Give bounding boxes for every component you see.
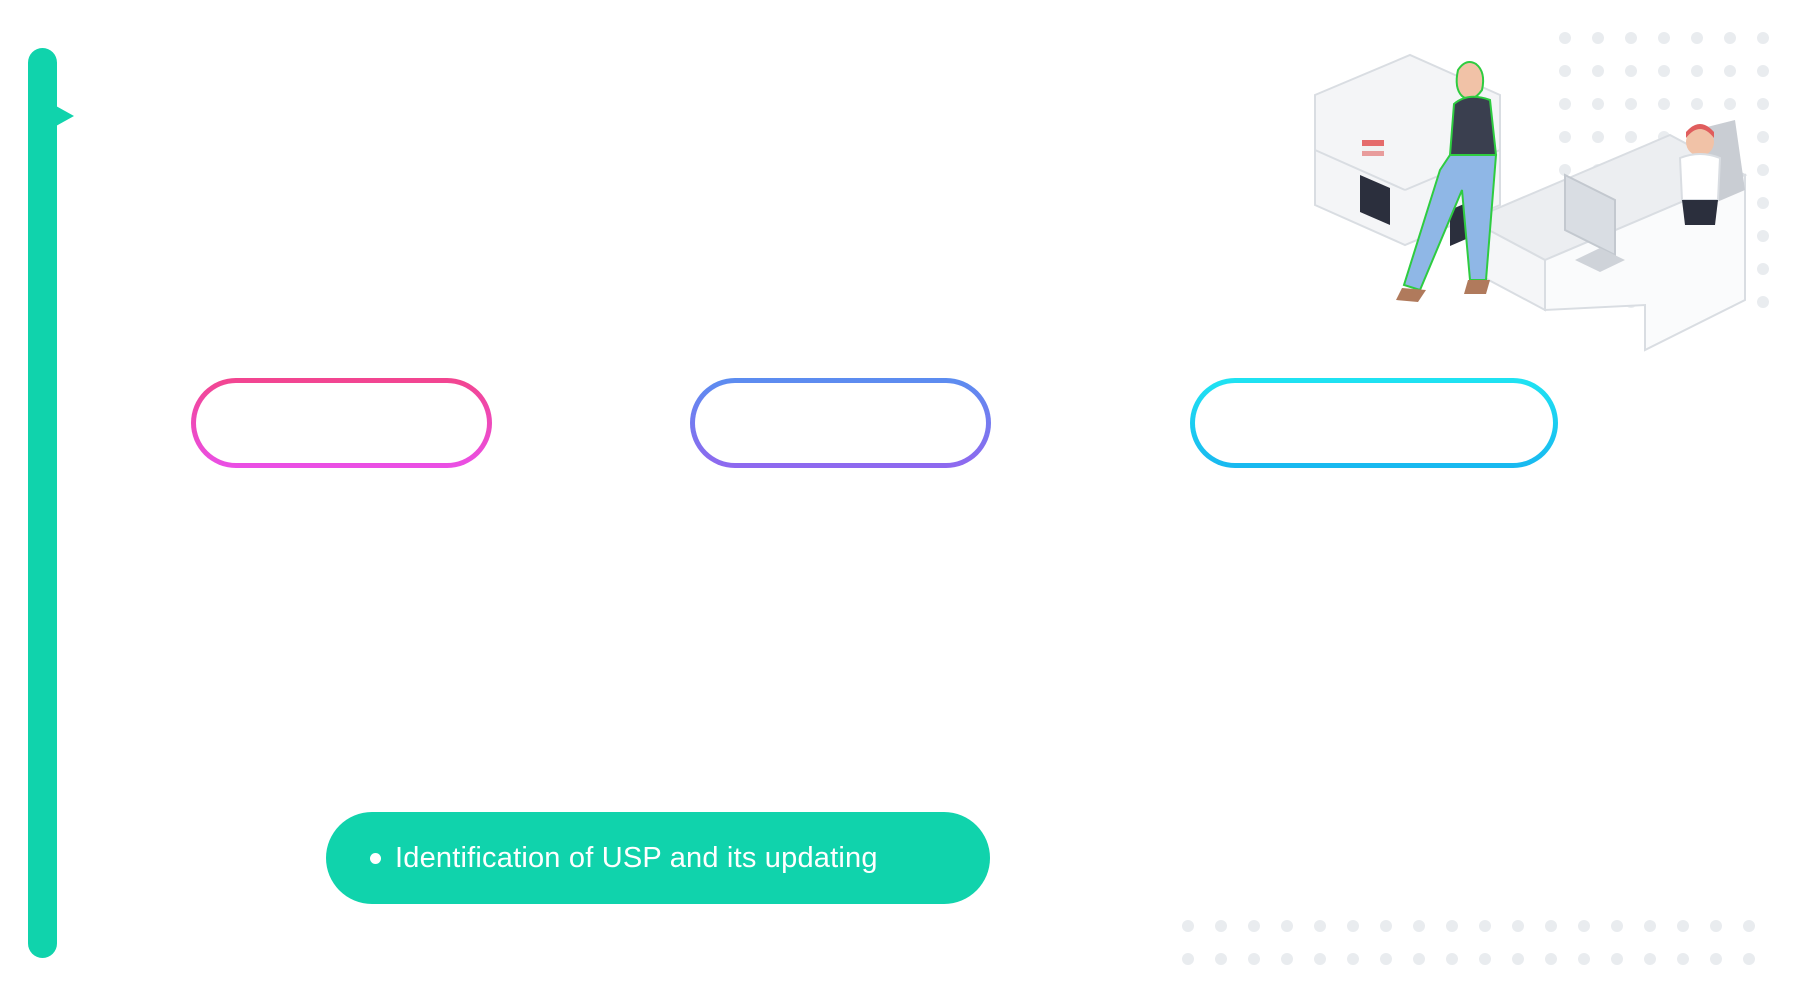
outlined-pill-pink-inner <box>196 383 487 463</box>
dot-grid-dot <box>1644 953 1656 965</box>
dot-grid-dot <box>1757 197 1769 209</box>
dot-grid-bottom-svg <box>1182 920 1755 965</box>
outlined-pill-purple <box>690 378 991 468</box>
dot-grid-dot <box>1215 953 1227 965</box>
dot-grid-dot <box>1757 65 1769 77</box>
dot-grid-dot <box>1757 98 1769 110</box>
dot-grid-dot <box>1413 920 1425 932</box>
dot-grid-dot <box>1592 131 1604 143</box>
bullet-icon <box>370 852 381 864</box>
dot-grid-dot <box>1182 920 1194 932</box>
dot-grid-dot <box>1248 920 1260 932</box>
dot-grid-dot <box>1512 953 1524 965</box>
dot-grid-dot <box>1724 32 1736 44</box>
dot-grid-dot <box>1413 953 1425 965</box>
dot-grid-dot <box>1625 32 1637 44</box>
dot-grid-dot <box>1215 920 1227 932</box>
dot-grid-dot <box>1281 920 1293 932</box>
dot-grid-dot <box>1545 920 1557 932</box>
dot-grid-dot <box>1710 953 1722 965</box>
dot-grid-dot <box>1677 953 1689 965</box>
dot-grid-dot <box>1757 230 1769 242</box>
dot-grid-dot <box>1559 164 1571 176</box>
dot-grid-dot <box>1314 953 1326 965</box>
dot-grid-dot <box>1691 98 1703 110</box>
dot-grid-dot <box>1658 65 1670 77</box>
dot-grid-dot <box>1592 98 1604 110</box>
dot-grid-dot <box>1757 164 1769 176</box>
dot-grid-dot <box>1446 920 1458 932</box>
dot-grid-dot <box>1182 953 1194 965</box>
dot-grid-dot <box>1545 953 1557 965</box>
dot-grid-dot <box>1724 98 1736 110</box>
accent-pointer-icon <box>56 106 74 126</box>
dot-grid-dot <box>1559 32 1571 44</box>
dot-grid-dot <box>1512 920 1524 932</box>
dot-grid-dot <box>1757 296 1769 308</box>
dot-grid-dot <box>1625 65 1637 77</box>
dot-grid-dot <box>1479 953 1491 965</box>
outlined-pill-pink <box>191 378 492 468</box>
dot-grid-dot <box>1611 953 1623 965</box>
highlight-pill-text: Identification of USP and its updating <box>395 841 878 874</box>
dot-grid-dot <box>1658 98 1670 110</box>
dot-grid-dot <box>1724 65 1736 77</box>
dot-grid-dot <box>1559 65 1571 77</box>
dot-grid-dot <box>1743 920 1755 932</box>
dot-grid-dot <box>1658 32 1670 44</box>
left-accent-bar <box>28 48 57 958</box>
dot-grid-dot <box>1757 131 1769 143</box>
dot-grid-dot <box>1559 98 1571 110</box>
dot-grid-dot <box>1347 953 1359 965</box>
outlined-pill-cyan-inner <box>1195 383 1553 463</box>
dot-grid-dot <box>1578 920 1590 932</box>
dot-grid-dot <box>1757 263 1769 275</box>
dot-grid-dot <box>1611 920 1623 932</box>
dot-grid-dot <box>1592 65 1604 77</box>
office-illustration <box>1300 40 1780 410</box>
dot-grid-dot <box>1479 920 1491 932</box>
dot-grid-dot <box>1691 32 1703 44</box>
dot-grid-dot <box>1446 953 1458 965</box>
dot-grid-dot <box>1710 920 1722 932</box>
dot-grid-dot <box>1592 32 1604 44</box>
dot-grid-dot <box>1677 920 1689 932</box>
dot-grid-dot <box>1314 920 1326 932</box>
dot-grid-dot <box>1691 65 1703 77</box>
dot-grid-dot <box>1625 98 1637 110</box>
dot-grid-dot <box>1380 953 1392 965</box>
dot-grid-dot <box>1578 953 1590 965</box>
office-scene-illustration-icon <box>1314 53 1748 352</box>
dot-grid-bottom-right <box>1180 918 1780 970</box>
dot-grid-dot <box>1281 953 1293 965</box>
outlined-pill-purple-inner <box>695 383 986 463</box>
dot-grid-dot <box>1248 953 1260 965</box>
dot-grid-dot <box>1757 32 1769 44</box>
dot-grid-dot <box>1625 131 1637 143</box>
dot-grid-dot <box>1380 920 1392 932</box>
dot-grid-dot <box>1559 131 1571 143</box>
dot-grid-dot <box>1743 953 1755 965</box>
dot-grid-dot <box>1347 920 1359 932</box>
dot-grid-dot <box>1644 920 1656 932</box>
highlight-pill: Identification of USP and its updating <box>326 812 990 904</box>
outlined-pill-cyan <box>1190 378 1558 468</box>
